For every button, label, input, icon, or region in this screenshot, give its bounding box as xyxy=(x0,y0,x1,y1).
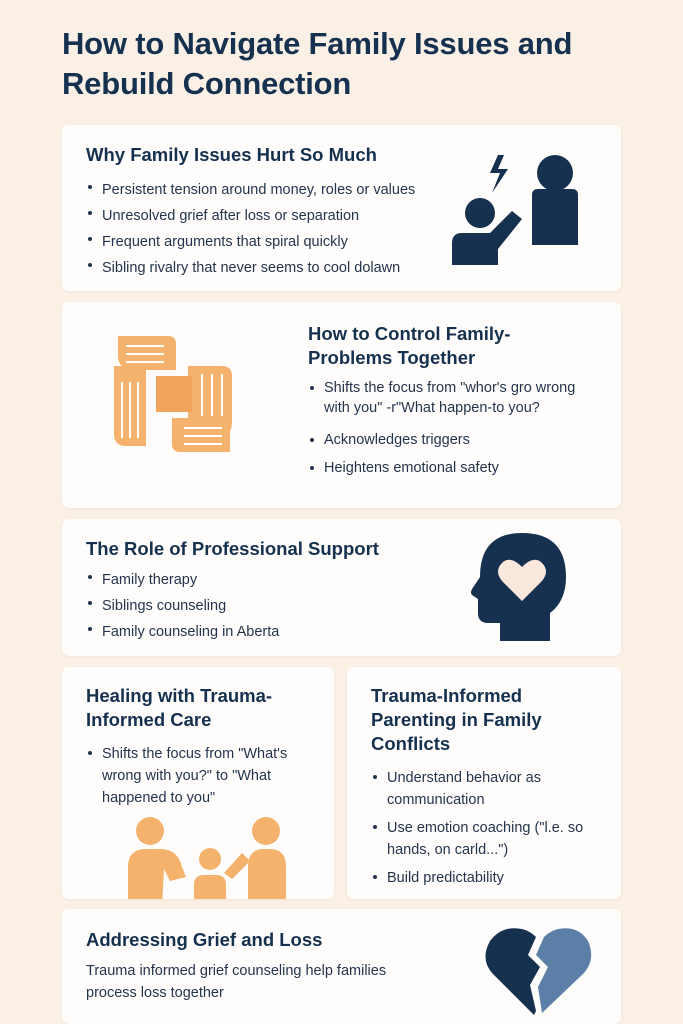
card-heading: The Role of Professional Support xyxy=(86,538,379,559)
healing-trauma-card: Healing with Trauma-Informed Care Shifts… xyxy=(62,667,334,899)
list-item: Persistent tension around money, roles o… xyxy=(86,177,446,203)
joined-hands-icon xyxy=(114,336,232,452)
conflict-people-icon xyxy=(452,155,578,265)
list-item: Build predictability xyxy=(371,867,601,889)
card-heading: Trauma-Informed Parenting in Family Conf… xyxy=(371,685,542,754)
professional-support-card: The Role of Professional Support Family … xyxy=(62,519,621,656)
card-heading: Healing with Trauma-Informed Care xyxy=(86,685,273,730)
bullet-list: Shifts the focus from "whor's gro wrong … xyxy=(308,378,578,478)
card-body: Trauma informed grief counseling help fa… xyxy=(86,963,387,1001)
list-item: Shifts the focus from "whor's gro wrong … xyxy=(308,378,578,418)
card-heading: How to Control Family-Problems Together xyxy=(308,323,511,368)
family-icon xyxy=(128,817,286,899)
list-item: Understand behavior as communication xyxy=(371,767,601,811)
bullet-list: Family therapy Siblings counseling Famil… xyxy=(86,567,406,645)
card-heading: Addressing Grief and Loss xyxy=(86,929,323,950)
page-title: How to Navigate Family Issues and Rebuil… xyxy=(62,26,573,101)
card-heading: Why Family Issues Hurt So Much xyxy=(86,144,377,165)
list-item: Heightens emotional safety xyxy=(308,458,578,478)
list-item: Frequent arguments that spiral quickly xyxy=(86,229,446,255)
list-item: Unresolved grief after loss or separatio… xyxy=(86,203,446,229)
trauma-parenting-card: Trauma-Informed Parenting in Family Conf… xyxy=(347,667,621,899)
list-item: Family therapy xyxy=(86,567,406,593)
list-item: Sibling rivalry that never seems to cool… xyxy=(86,255,446,281)
broken-heart-icon xyxy=(485,928,592,1015)
bullet-list: Shifts the focus from "What's wrong with… xyxy=(86,743,306,809)
list-item: Family counseling in Aberta xyxy=(86,619,406,645)
grief-loss-card: Addressing Grief and Loss Trauma informe… xyxy=(62,909,621,1024)
head-heart-icon xyxy=(471,533,566,641)
list-item: Siblings counseling xyxy=(86,593,406,619)
bullet-list: Persistent tension around money, roles o… xyxy=(86,177,446,281)
list-item: Use emotion coaching ("l.e. so hands, on… xyxy=(371,817,601,861)
list-item: Acknowledges triggers xyxy=(308,430,578,450)
bullet-list: Understand behavior as communication Use… xyxy=(371,767,601,889)
list-item: Shifts the focus from "What's wrong with… xyxy=(86,743,306,809)
why-family-issues-card: Why Family Issues Hurt So Much Persisten… xyxy=(62,125,621,291)
control-problems-card: How to Control Family-Problems Together … xyxy=(62,302,621,508)
